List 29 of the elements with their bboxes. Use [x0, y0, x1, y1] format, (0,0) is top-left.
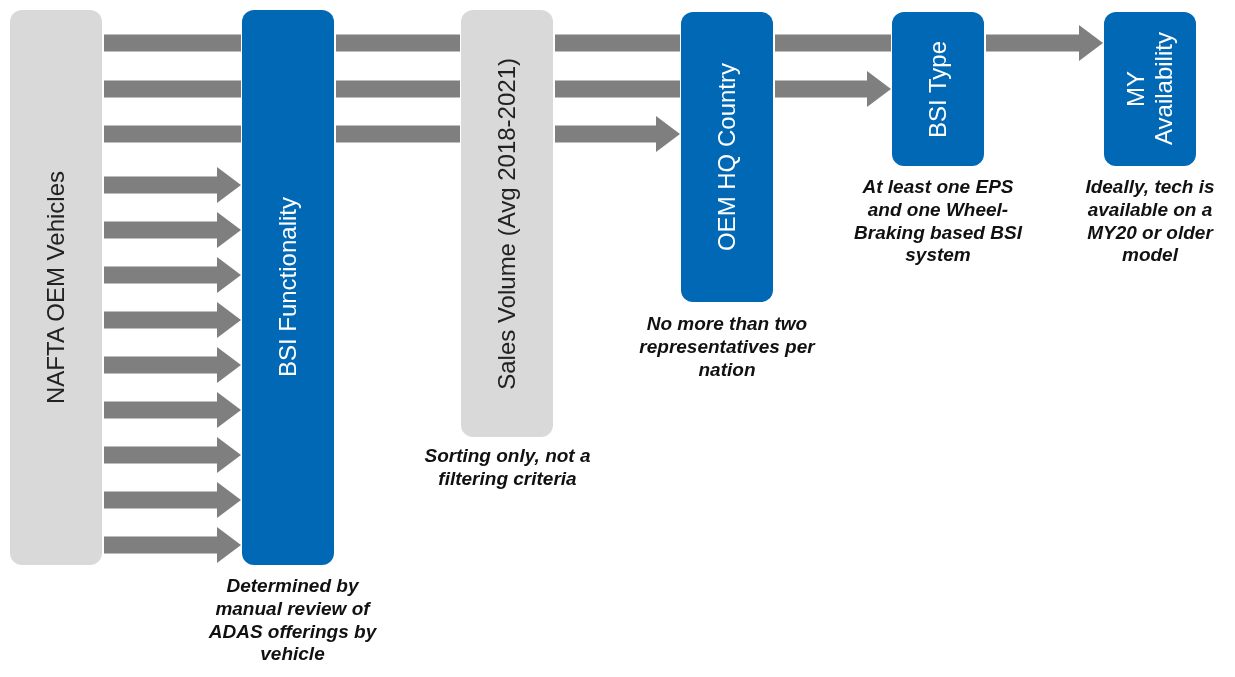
- stage-box: [1104, 12, 1196, 166]
- stage-label: MY Availability: [1122, 31, 1178, 148]
- arrow: [104, 212, 241, 248]
- arrow: [104, 302, 241, 338]
- stage-box: [10, 10, 102, 565]
- arrow: [104, 347, 241, 383]
- stage-note: Determined by manual review of ADAS offerings by vehicle: [207, 575, 378, 667]
- stage-box: [892, 12, 984, 166]
- stage-note: Ideally, tech is available on a MY20 or older model: [1084, 176, 1216, 268]
- arrow: [104, 527, 241, 563]
- arrow: [104, 167, 241, 203]
- stage-note: No more than two representatives per nation: [638, 313, 817, 382]
- stage-box: [461, 10, 553, 437]
- stage-label: Sales Volume (Avg 2018-2021): [493, 57, 521, 390]
- stage-label: BSI Type: [924, 40, 952, 138]
- arrow: [104, 482, 241, 518]
- arrow: [986, 25, 1103, 61]
- stage-box: [242, 10, 334, 565]
- arrow: [555, 116, 680, 152]
- stage-box: [681, 12, 773, 302]
- arrow: [104, 257, 241, 293]
- stage-label: NAFTA OEM Vehicles: [42, 171, 70, 404]
- stage-note: At least one EPS and one Wheel-Braking based BSI system: [853, 176, 1024, 268]
- stage-label: OEM HQ Country: [713, 62, 741, 251]
- arrow: [104, 392, 241, 428]
- stage-note: Sorting only, not a filtering criteria: [423, 445, 592, 491]
- arrow: [775, 71, 891, 107]
- arrow: [104, 437, 241, 473]
- stage-label: BSI Functionality: [274, 197, 302, 378]
